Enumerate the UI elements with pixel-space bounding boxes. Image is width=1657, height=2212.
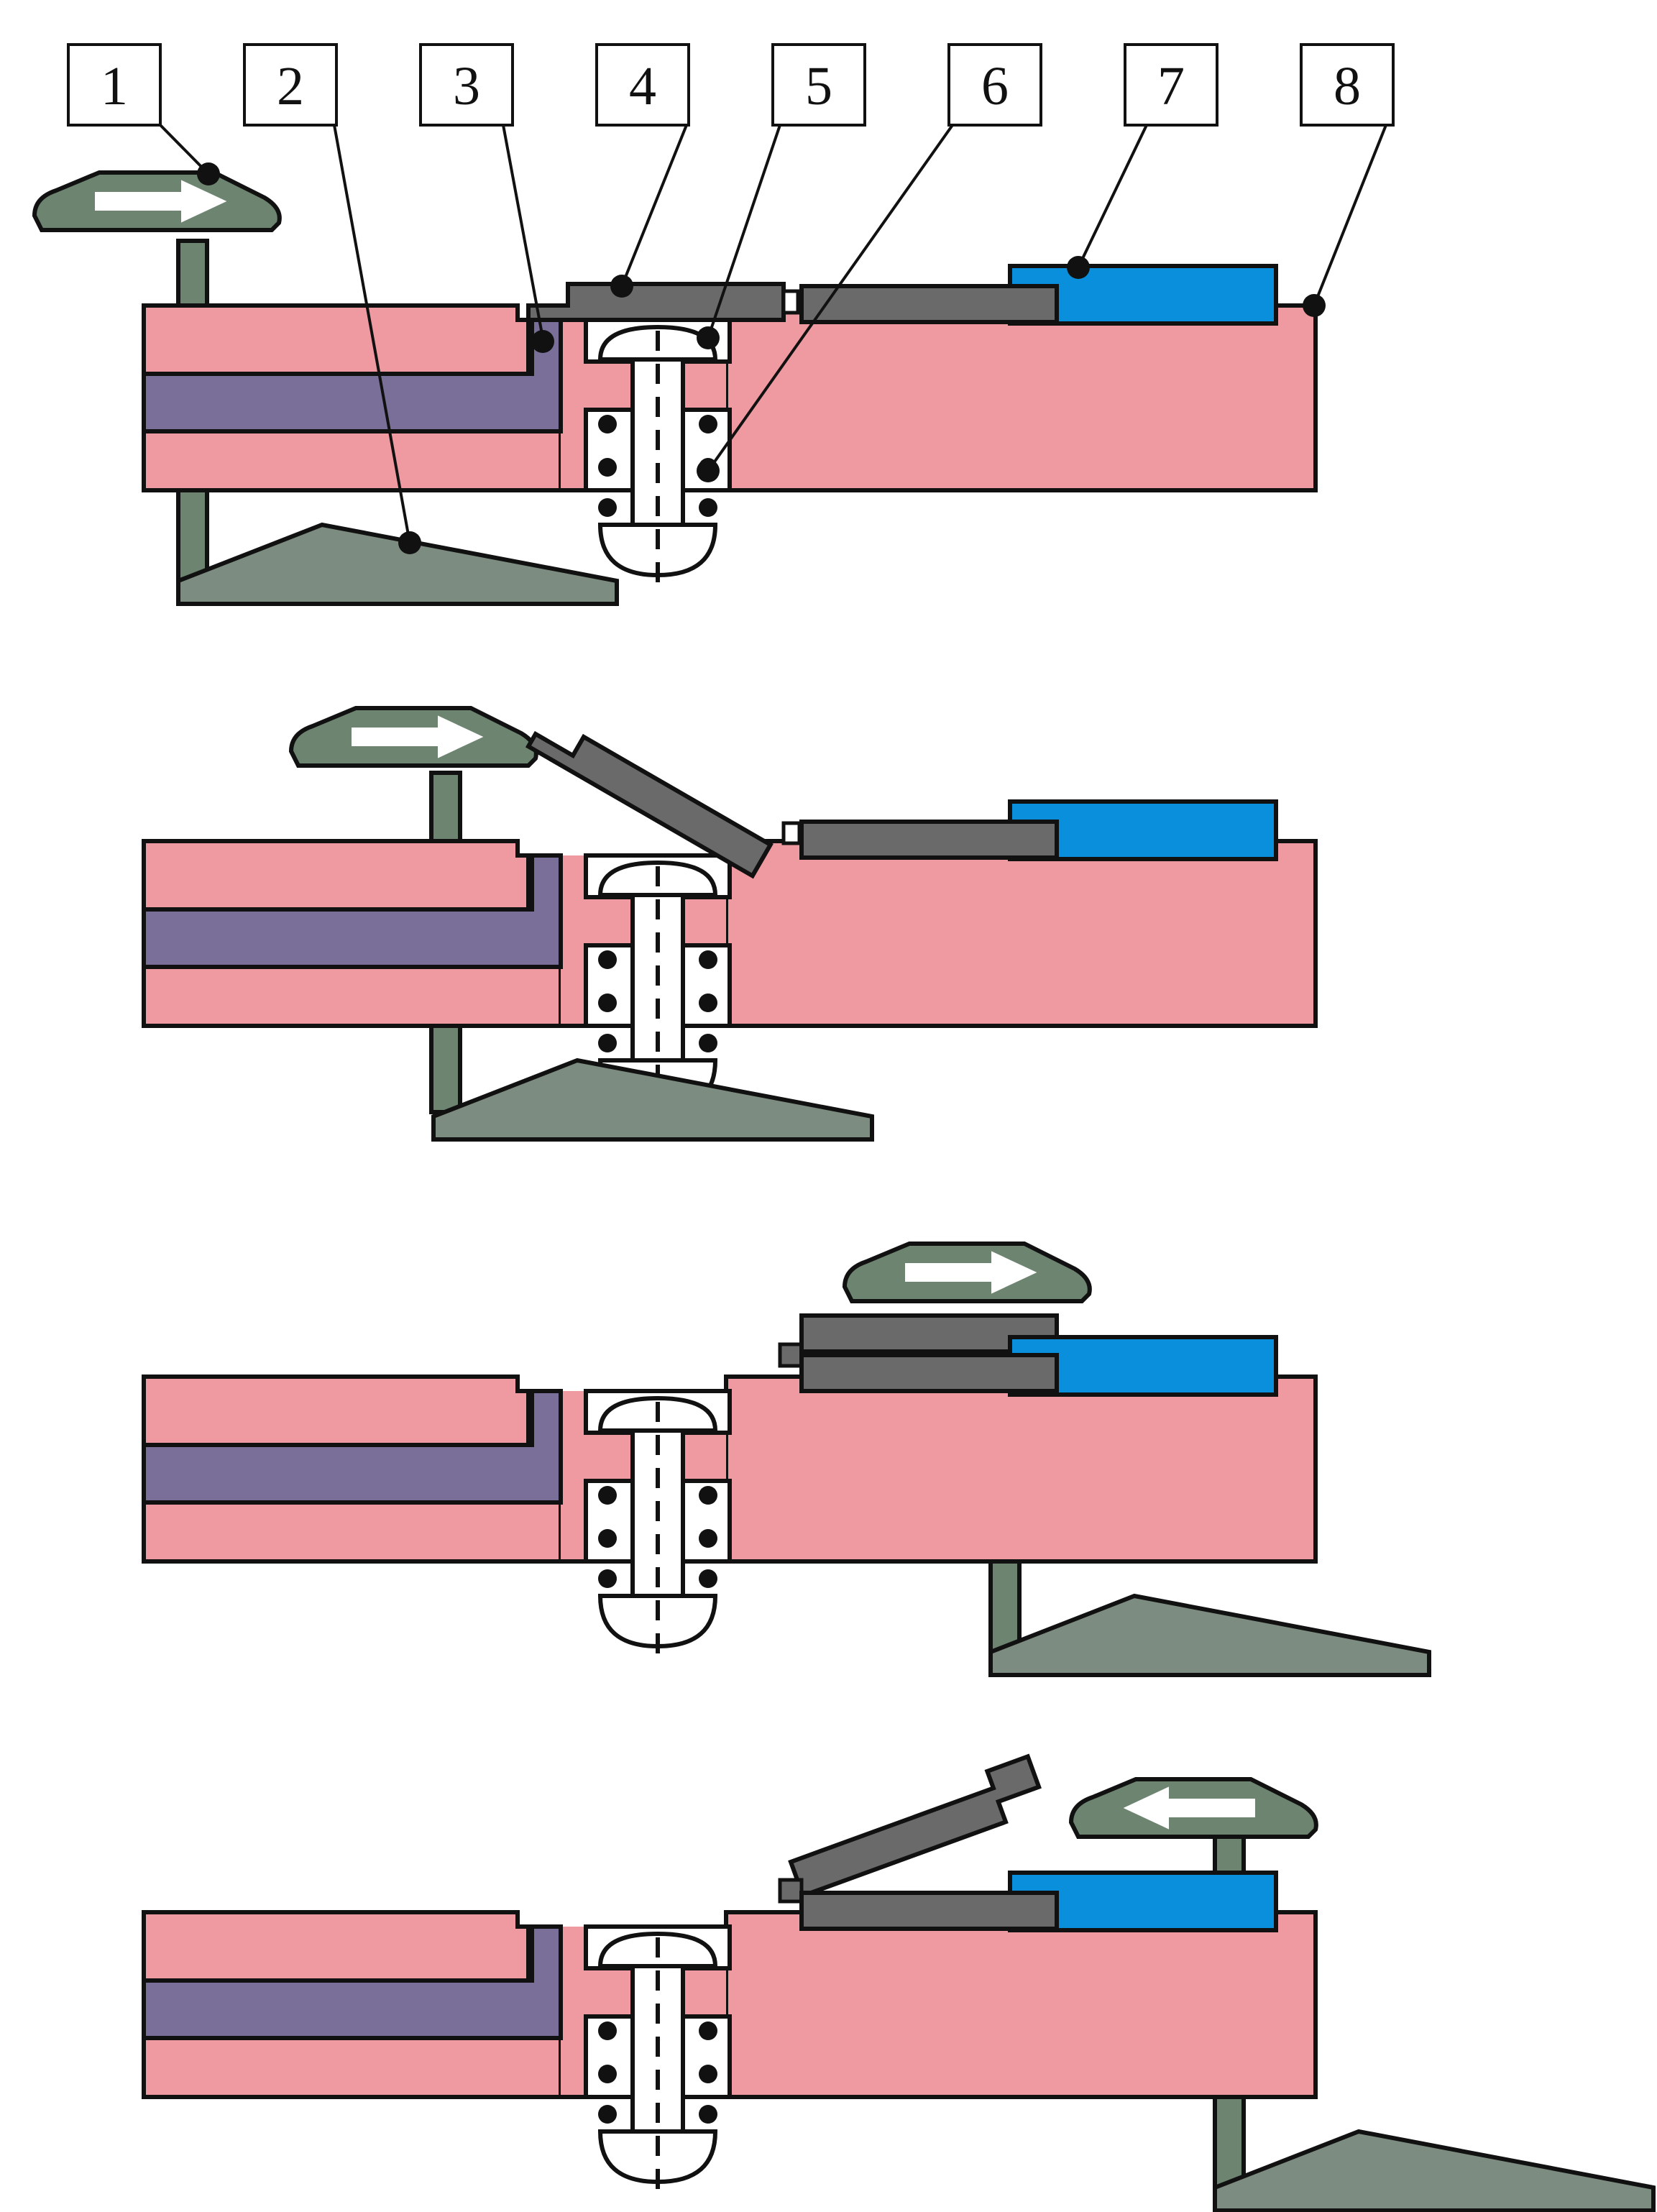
label-box-4: 4	[595, 43, 690, 127]
label-text-1: 1	[101, 56, 128, 116]
label-box-5: 5	[771, 43, 866, 127]
leader-lines	[159, 124, 1387, 543]
label-box-3: 3	[419, 43, 514, 127]
panel-stage-3	[144, 1244, 1429, 1675]
panel-stage-4	[144, 1753, 1653, 2211]
lid-plate	[526, 282, 786, 322]
label-box-2: 2	[243, 43, 338, 127]
label-text-2: 2	[277, 56, 304, 116]
leader-dots	[197, 162, 1326, 554]
label-box-1: 1	[67, 43, 162, 127]
label-box-6: 6	[947, 43, 1042, 127]
lid-plate-open	[788, 1753, 1042, 1899]
ramp-shape	[178, 525, 617, 604]
label-text-5: 5	[805, 56, 832, 116]
label-box-7: 7	[1124, 43, 1218, 127]
lid-plate-open	[525, 730, 774, 879]
label-text-8: 8	[1334, 56, 1361, 116]
label-text-6: 6	[981, 56, 1009, 116]
panel-stage-1	[35, 124, 1387, 604]
wiper-knob	[35, 173, 280, 230]
label-text-7: 7	[1157, 56, 1185, 116]
label-box-8: 8	[1300, 43, 1395, 127]
panel-stage-2	[144, 708, 1316, 1139]
label-text-4: 4	[629, 56, 656, 116]
label-text-3: 3	[453, 56, 480, 116]
